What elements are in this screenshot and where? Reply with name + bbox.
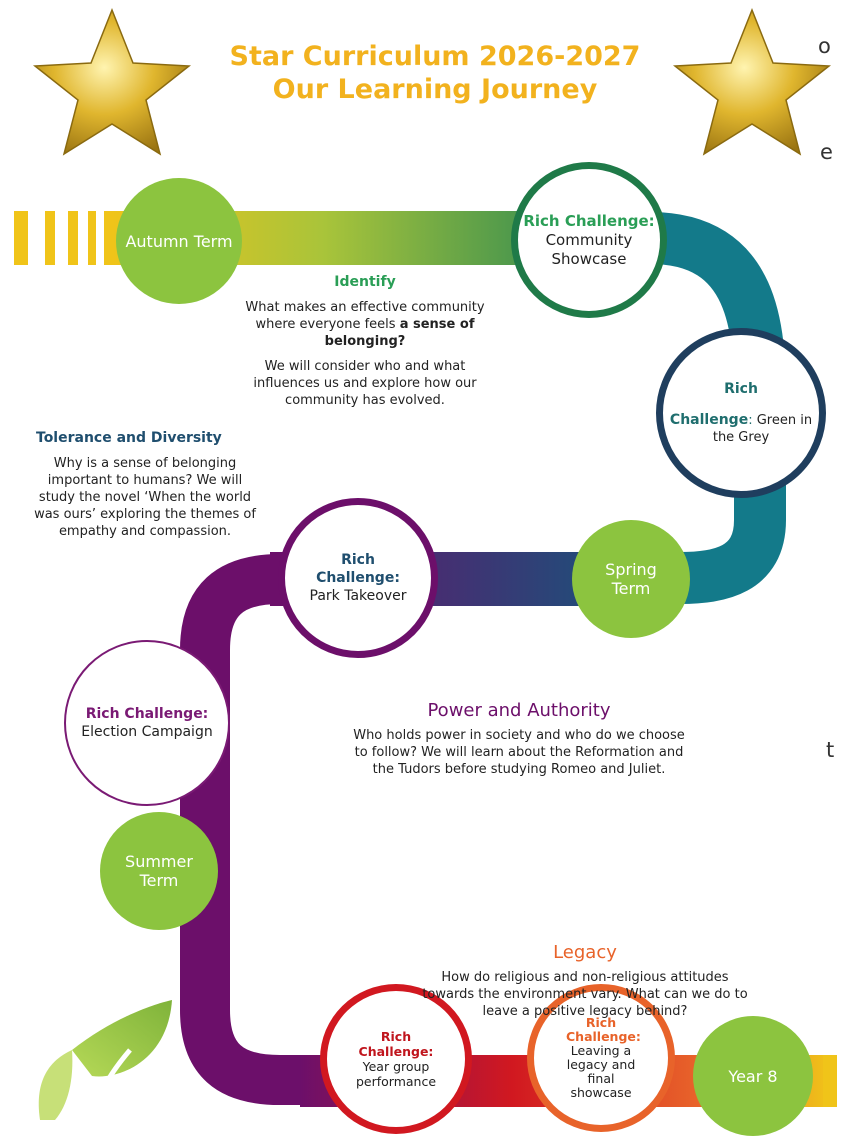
green-in-the-grey-challenge: Rich Challenge: Green in the Grey <box>656 328 826 498</box>
challenge-label: Rich Challenge: <box>85 706 209 722</box>
year-8-node: Year 8 <box>693 1016 813 1136</box>
challenge-label-top: Rich <box>724 380 758 397</box>
end-dash <box>823 1055 837 1107</box>
spring-term-node: Spring Term <box>572 520 690 638</box>
challenge-label-bottom: Challenge <box>669 411 749 428</box>
challenge-name: Election Campaign <box>81 724 213 740</box>
community-showcase-challenge: Rich Challenge: Community Showcase <box>511 162 667 318</box>
legacy-section: Legacy How do religious and non-religiou… <box>420 944 750 1028</box>
leaf-logo-icon <box>38 1000 172 1137</box>
identify-paragraph-1: What makes an effective community where … <box>226 299 504 350</box>
legacy-heading: Legacy <box>553 942 617 963</box>
challenge-name: Community Showcase <box>545 230 633 268</box>
challenge-name-a: Green in <box>756 412 813 428</box>
tolerance-text: Why is a sense of belonging important to… <box>34 456 256 539</box>
start-dashes <box>14 211 112 265</box>
challenge-label: Rich Challenge: <box>316 552 400 586</box>
identify-bold-text: a sense of belonging? <box>324 317 475 349</box>
tolerance-heading: Tolerance and Diversity <box>36 430 222 446</box>
leaving-a-legacy-challenge: Rich Challenge: Leaving a legacy and fin… <box>527 984 675 1132</box>
edge-fragment-a: o <box>818 34 831 58</box>
challenge-colon: : <box>748 412 753 428</box>
challenge-name: Leaving a legacy and final showcase <box>566 1043 636 1100</box>
page-title: Star Curriculum 2026-2027 Our Learning J… <box>200 40 670 106</box>
edge-fragment-c: t <box>826 738 835 762</box>
power-text: Who holds power in society and who do we… <box>353 728 685 777</box>
challenge-name: Year group performance <box>355 1059 437 1089</box>
spring-term-label: Spring Term <box>605 560 657 598</box>
identify-paragraph-2: We will consider who and what influences… <box>253 359 477 408</box>
purple-curve <box>180 554 340 1105</box>
autumn-term-label: Autumn Term <box>125 231 233 251</box>
power-heading: Power and Authority <box>427 700 611 721</box>
challenge-row: Challenge: Green in <box>670 412 812 429</box>
star-right-icon <box>672 7 832 156</box>
challenge-name-b: the Grey <box>712 429 770 445</box>
star-left-icon <box>32 7 192 156</box>
challenge-name: Park Takeover <box>309 588 407 604</box>
park-takeover-challenge: Rich Challenge: Park Takeover <box>278 498 438 658</box>
summer-term-node: Summer Term <box>100 812 218 930</box>
identify-section: Identify What makes an effective communi… <box>226 274 504 417</box>
title-line-2: Our Learning Journey <box>272 74 598 105</box>
edge-fragment-b: e <box>820 140 833 164</box>
autumn-term-node: Autumn Term <box>116 178 242 304</box>
identify-heading: Identify <box>334 274 396 290</box>
challenge-label: Rich Challenge: <box>523 211 655 230</box>
title-line-1: Star Curriculum 2026-2027 <box>229 41 641 72</box>
identify-text: What makes an effective community where … <box>245 300 485 332</box>
challenge-label: Rich Challenge: <box>566 1015 641 1044</box>
tolerance-section: Tolerance and Diversity Why is a sense o… <box>30 430 260 548</box>
legacy-text: How do religious and non-religious attit… <box>422 970 748 1019</box>
year-group-performance-challenge: Rich Challenge: Year group performance <box>320 984 472 1134</box>
summer-term-label: Summer Term <box>125 852 193 890</box>
year-8-label: Year 8 <box>728 1066 778 1086</box>
challenge-label: Rich Challenge: <box>358 1029 434 1059</box>
election-campaign-challenge: Rich Challenge: Election Campaign <box>64 640 230 806</box>
power-section: Power and Authority Who holds power in s… <box>352 702 686 786</box>
